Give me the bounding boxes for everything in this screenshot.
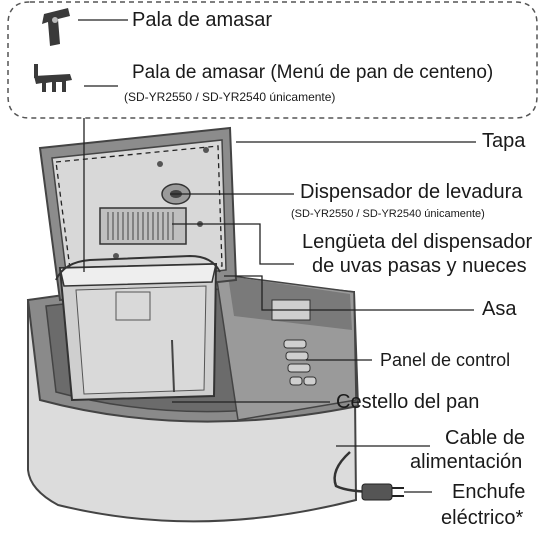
label-control-panel: Panel de control bbox=[380, 350, 511, 370]
label-power-cord-line2: alimentación bbox=[410, 451, 523, 473]
label-raisin-flap-line1: Lengüeta del dispensador bbox=[302, 231, 533, 253]
kneading-blade-icon bbox=[42, 8, 70, 46]
label-power-cord-line1: Cable de bbox=[445, 427, 526, 449]
rye-blade-icon bbox=[34, 64, 72, 92]
label-bread-pan: Cestello del pan bbox=[336, 391, 480, 413]
label-rye-kneading-blade: Pala de amasar (Menú de pan de centeno) bbox=[132, 62, 494, 83]
accessories-dashed-box bbox=[7, 1, 538, 119]
label-plug-line1: Enchufe bbox=[452, 481, 526, 503]
leader-lines bbox=[83, 118, 476, 493]
label-yeast-dispenser: Dispensador de levadura bbox=[300, 181, 523, 203]
label-handle: Asa bbox=[482, 298, 517, 320]
label-kneading-blade: Pala de amasar bbox=[132, 9, 273, 31]
label-yeast-dispenser-note: (SD-YR2550 / SD-YR2540 únicamente) bbox=[291, 208, 485, 220]
label-raisin-flap-line2: de uvas pasas y nueces bbox=[312, 255, 527, 277]
label-rye-blade-note: (SD-YR2550 / SD-YR2540 únicamente) bbox=[124, 90, 336, 104]
label-plug-line2: eléctrico* bbox=[441, 507, 524, 529]
label-lid: Tapa bbox=[482, 130, 526, 152]
